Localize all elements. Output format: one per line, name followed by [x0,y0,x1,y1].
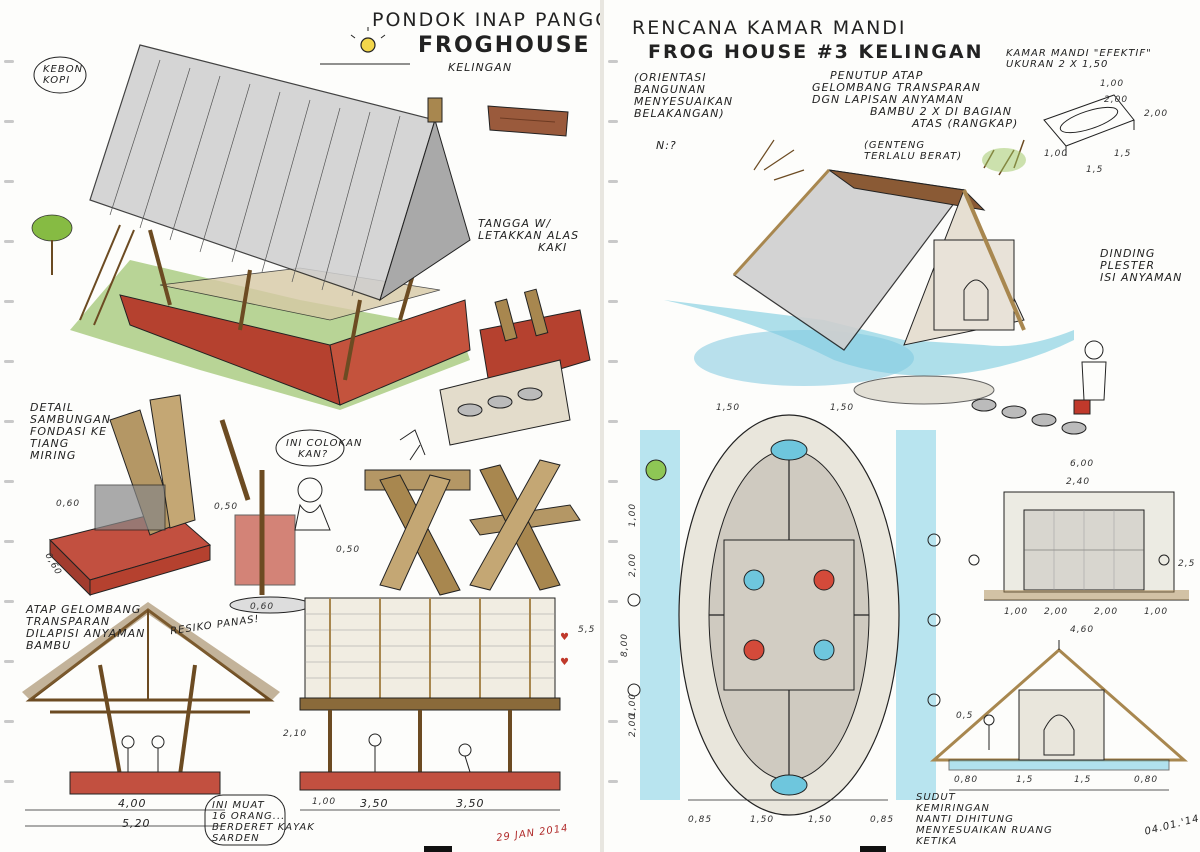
dim-label: 1,00 [1044,149,1069,159]
dim-label: 2,10 [283,729,308,739]
right-sketch-page: RENCANA KAMAR MANDI FROG HOUSE #3 KELING… [604,0,1200,852]
main-house-perspective [70,44,471,410]
joint-x-detail [364,429,581,596]
sheet-title: RENCANA KAMAR MANDI [632,17,907,39]
section-a-frame [22,602,280,827]
sun-icon [350,27,386,53]
binder-holes-left [4,0,16,852]
section-elevation-grid [299,597,561,811]
dim-label: 1,00 [312,797,337,807]
wood-sample-sketch [487,105,569,137]
speech-bubble [275,429,345,467]
dim-label: 8,00 [620,632,631,657]
dim-label: 0,85 [870,815,895,825]
page-marker [424,846,452,852]
dim-label: 0,80 [954,775,979,785]
tree-icon [31,214,73,275]
heart-icon: ♥ [560,657,569,668]
speech-bubble [33,56,87,94]
sheet-subtitle: FROGHOUSE # 3 [418,33,600,58]
dim-label: 1,50 [750,815,775,825]
dim-label: 1,00 [628,692,639,717]
bathroom-elevation [968,491,1189,601]
dim-label: 4,60 [1070,625,1095,635]
dim-label: 0,50 [214,502,239,512]
binder-holes-right [608,0,620,852]
dim-label: 3,50 [456,797,485,810]
left-drawings: ♥ ♥ [22,27,591,846]
dim-label: 1,5 [1114,149,1132,159]
dim-label: 0,60 [56,499,81,509]
dim-label: 2,5 [1178,559,1196,569]
left-sketch-page: ♥ ♥ PONDOK INAP PANGGUNG FROGHOUSE # 3 K… [4,0,600,852]
dim-label: 0,60 [250,602,275,612]
stair-foot-detail [439,288,591,446]
dim-label: 1,50 [830,403,855,413]
dim-label: 0,50 [336,545,361,555]
note-kamar-mandi: KAMAR MANDI "EFEKTIF"UKURAN 2 X 1,50 [1006,48,1152,70]
sheet-title: PONDOK INAP PANGGUNG [372,9,600,31]
dim-label: 2,00 [1094,607,1119,617]
dim-label: 0,5 [956,711,974,721]
location-label: KELINGAN [448,61,513,74]
dim-label: 2,00 [1104,95,1129,105]
foundation-detail [49,394,212,597]
dim-label: 2,00 [1144,109,1169,119]
page-marker [860,846,886,852]
dim-label: 0,85 [688,815,713,825]
bathroom-iso-sketch [1043,94,1135,156]
dim-label: 5,20 [122,817,151,830]
person-figure [294,477,331,531]
dim-label: 1,5 [1086,165,1104,175]
right-drawings [627,94,1189,816]
dim-label: 1,50 [808,815,833,825]
dim-label: 0,80 [1134,775,1159,785]
north-label: N:? [656,139,677,152]
bathroom-section [930,640,1188,791]
dim-label: 1,00 [1100,79,1125,89]
dim-label: 5,5 [578,625,596,635]
dim-label: 1,5 [1074,775,1092,785]
dim-label: 1,5 [1016,775,1034,785]
dim-label: 1,00 [1144,607,1169,617]
dim-label: 1,00 [628,502,639,527]
sheet-subtitle: FROG HOUSE #3 KELINGAN [648,41,984,63]
bathhouse-perspective [664,139,1107,435]
dim-label: 6,00 [1070,459,1095,469]
dim-label: 2,40 [1066,477,1091,487]
column-detail [219,419,311,614]
dim-label: 4,00 [118,797,147,810]
heart-icon: ♥ [560,632,569,643]
book-gutter [600,0,604,852]
dim-label: 1,50 [716,403,741,413]
dim-label: 1,00 [1004,607,1029,617]
dim-label: 2,00 [1044,607,1069,617]
dim-label: 3,50 [360,797,389,810]
dim-label: 2,00 [628,552,639,577]
bathroom-plan [627,414,941,816]
speech-bubble [204,794,286,846]
